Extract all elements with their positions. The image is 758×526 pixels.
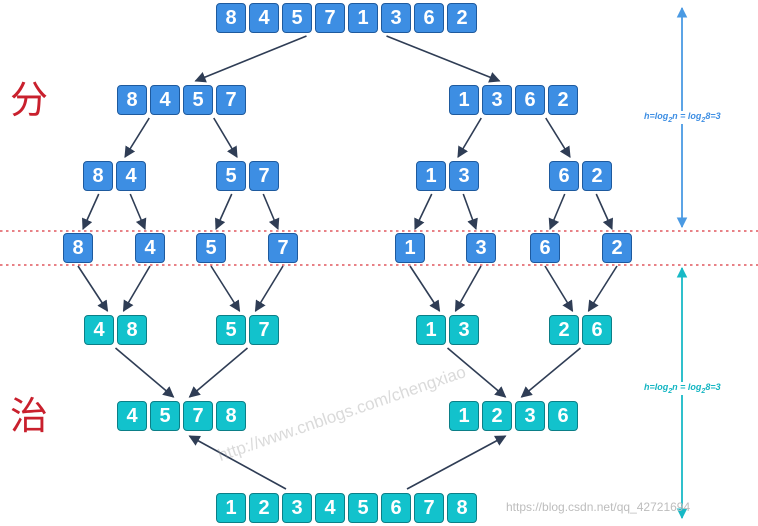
number-box: 7 (268, 233, 298, 263)
number-box: 1 (395, 233, 425, 263)
number-box: 1 (348, 3, 378, 33)
number-box: 2 (548, 85, 578, 115)
number-box: 3 (381, 3, 411, 33)
flow-arrow (114, 347, 175, 398)
number-box: 1 (416, 161, 446, 191)
number-box: 1 (449, 85, 479, 115)
number-box: 6 (530, 233, 560, 263)
flow-arrow (124, 117, 150, 158)
number-box: 4 (84, 315, 114, 345)
number-box: 4 (116, 161, 146, 191)
footer-url: https://blog.csdn.net/qq_42721694 (506, 500, 691, 514)
flow-arrow (129, 193, 147, 231)
divide-label: 分 (10, 78, 49, 122)
number-box: 2 (482, 401, 512, 431)
number-box: 6 (582, 315, 612, 345)
number-box: 8 (447, 493, 477, 523)
number-box: 6 (515, 85, 545, 115)
height-formula-conquer: h=log2n = log28=3 (643, 382, 722, 395)
number-box: 7 (249, 315, 279, 345)
flow-arrow (77, 265, 109, 312)
number-box: 7 (414, 493, 444, 523)
number-box: 6 (549, 161, 579, 191)
number-box: 2 (249, 493, 279, 523)
number-box: 8 (216, 3, 246, 33)
number-box: 5 (150, 401, 180, 431)
number-box: 2 (447, 3, 477, 33)
number-box: 3 (449, 161, 479, 191)
number-box: 8 (83, 161, 113, 191)
number-box: 7 (216, 85, 246, 115)
flow-arrow (595, 193, 613, 231)
flow-arrow (548, 193, 566, 231)
number-box: 8 (117, 315, 147, 345)
number-box: 6 (414, 3, 444, 33)
flow-arrow (446, 347, 507, 398)
number-box: 7 (183, 401, 213, 431)
number-box: 5 (282, 3, 312, 33)
number-box: 2 (549, 315, 579, 345)
number-box: 4 (150, 85, 180, 115)
flow-arrow (215, 193, 233, 231)
number-box: 5 (196, 233, 226, 263)
number-box: 5 (216, 315, 246, 345)
flow-arrow (454, 265, 482, 312)
arrows-layer (77, 35, 618, 490)
number-box: 3 (282, 493, 312, 523)
number-box: 5 (216, 161, 246, 191)
number-box: 8 (117, 85, 147, 115)
number-box: 7 (315, 3, 345, 33)
number-box: 4 (117, 401, 147, 431)
number-box: 3 (466, 233, 496, 263)
flow-arrow (406, 435, 507, 490)
flow-arrow (462, 193, 478, 231)
flow-arrow (210, 265, 241, 312)
flow-arrow (414, 193, 433, 231)
number-box: 2 (582, 161, 612, 191)
number-box: 3 (515, 401, 545, 431)
conquer-label: 治 (10, 394, 49, 438)
number-box: 1 (216, 493, 246, 523)
number-box: 3 (482, 85, 512, 115)
flow-arrow (262, 193, 280, 231)
flow-arrow (544, 265, 574, 312)
flow-arrow (520, 347, 582, 398)
flow-arrow (188, 347, 249, 398)
number-box: 8 (63, 233, 93, 263)
flow-arrow (82, 193, 100, 231)
height-formula-divide: h=log2n = log28=3 (643, 111, 722, 124)
flow-arrow (545, 117, 571, 158)
number-box: 8 (216, 401, 246, 431)
flow-arrow (409, 265, 441, 312)
number-box: 3 (449, 315, 479, 345)
number-box: 2 (602, 233, 632, 263)
number-box: 4 (135, 233, 165, 263)
flow-arrow (122, 265, 151, 312)
flow-arrow (213, 117, 238, 158)
flow-arrow (587, 265, 618, 312)
number-box: 7 (249, 161, 279, 191)
flow-arrow (386, 35, 501, 83)
number-box: 5 (348, 493, 378, 523)
number-box: 5 (183, 85, 213, 115)
flow-arrow (194, 35, 307, 83)
number-box: 1 (416, 315, 446, 345)
number-box: 4 (249, 3, 279, 33)
number-box: 4 (315, 493, 345, 523)
number-box: 1 (449, 401, 479, 431)
flow-arrow (254, 265, 284, 312)
flow-arrow (188, 435, 287, 490)
number-box: 6 (381, 493, 411, 523)
number-box: 6 (548, 401, 578, 431)
flow-arrow (457, 117, 482, 158)
